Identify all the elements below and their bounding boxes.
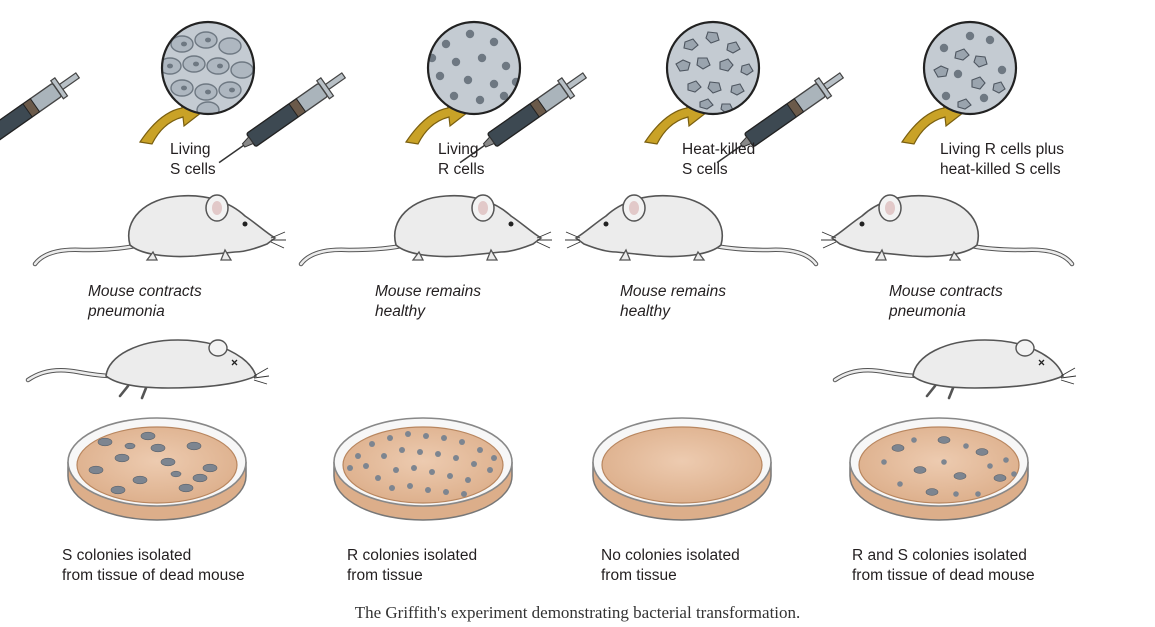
panel-3 bbox=[459, 20, 819, 521]
injection-label-2: Living R cells bbox=[438, 141, 485, 178]
syringe-icon bbox=[716, 72, 845, 164]
mouse-icon bbox=[821, 194, 1075, 267]
panel-4 bbox=[716, 20, 1077, 521]
dead-mouse-icon bbox=[25, 339, 270, 400]
mouse-icon bbox=[298, 194, 552, 267]
mouse-icon bbox=[32, 194, 286, 267]
microscope-view-icon bbox=[922, 20, 1018, 116]
microscope-view-icon bbox=[426, 20, 522, 116]
outcome-label-2: Mouse remains healthy bbox=[375, 283, 481, 320]
syringe-icon bbox=[0, 72, 81, 147]
outcome-label-3: Mouse remains healthy bbox=[620, 283, 726, 320]
petri-dish-icon bbox=[849, 417, 1029, 521]
result-label-3: No colonies isolated from tissue bbox=[601, 547, 740, 584]
injection-label-3: Heat-killed S cells bbox=[682, 141, 756, 178]
petri-dish-icon bbox=[592, 417, 772, 521]
microscope-view-icon bbox=[160, 20, 256, 116]
outcome-label-4: Mouse contracts pneumonia bbox=[889, 283, 1003, 320]
result-label-2: R colonies isolated from tissue bbox=[347, 547, 478, 584]
result-label-1: S colonies isolated from tissue of dead … bbox=[62, 547, 245, 584]
petri-dish-icon bbox=[333, 417, 513, 521]
injection-label-1: Living S cells bbox=[170, 141, 216, 178]
syringe-icon bbox=[218, 72, 347, 164]
syringe-icon bbox=[459, 72, 588, 164]
dead-mouse-icon bbox=[832, 339, 1077, 400]
figure-caption: The Griffith's experiment demonstrating … bbox=[354, 603, 801, 622]
result-label-4: R and S colonies isolated from tissue of… bbox=[852, 547, 1035, 584]
panel-2 bbox=[218, 20, 552, 521]
panel-1 bbox=[0, 20, 286, 521]
outcome-label-1: Mouse contracts pneumonia bbox=[88, 283, 202, 320]
mouse-icon bbox=[565, 194, 819, 267]
injection-label-4: Living R cells plus heat-killed S cells bbox=[940, 141, 1065, 178]
petri-dish-icon bbox=[67, 417, 247, 521]
microscope-view-icon bbox=[665, 20, 761, 116]
